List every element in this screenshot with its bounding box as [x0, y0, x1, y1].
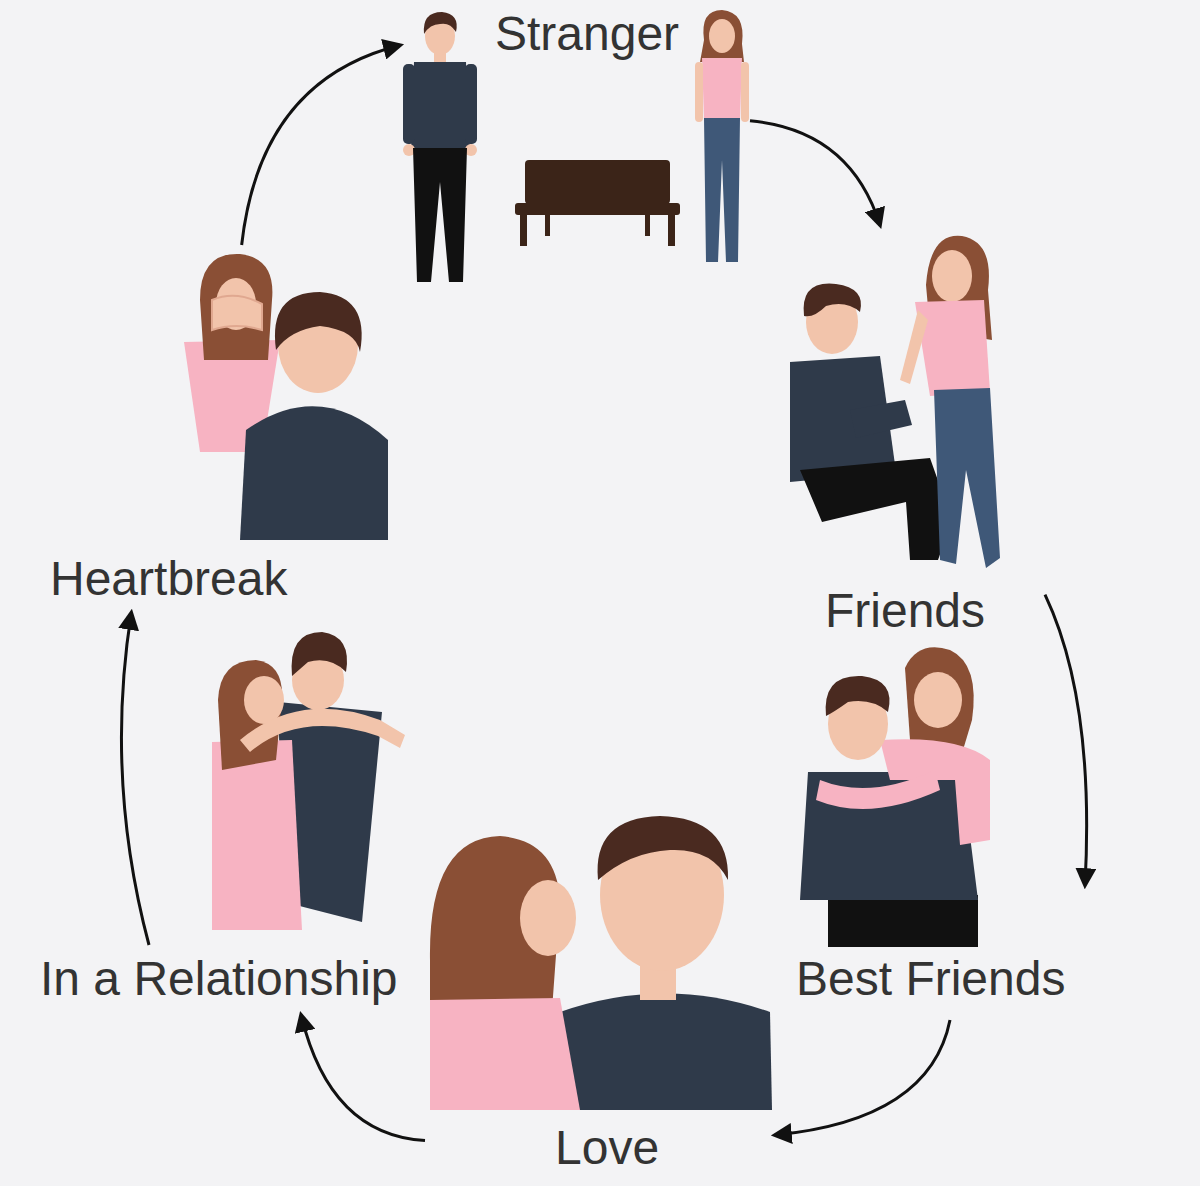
relationship-figures	[212, 632, 405, 930]
stage-label: Stranger	[495, 8, 679, 61]
stage-node: Heartbreak	[45, 245, 390, 613]
stage-label: Love	[555, 1122, 659, 1175]
love-figures	[430, 816, 772, 1110]
cycle-arrow	[301, 1015, 425, 1141]
stage-label: Heartbreak	[50, 553, 287, 606]
stage-node: Stranger	[400, 2, 750, 272]
stranger-woman	[695, 10, 749, 262]
cycle-arrow	[750, 121, 880, 225]
stage-node: Friends	[770, 225, 1045, 645]
cycle-arrow	[775, 1020, 950, 1135]
bench	[515, 160, 680, 246]
stage-label: Best Friends	[796, 953, 1065, 1006]
best-friends-figures	[800, 647, 990, 947]
stranger-man	[403, 12, 477, 282]
stage-label: Friends	[825, 585, 985, 638]
heartbreak-figures	[184, 254, 388, 540]
cycle-arrow	[121, 613, 149, 945]
friends-figures	[790, 236, 1000, 568]
stage-node: Best Friends	[785, 645, 1085, 1020]
cycle-arrow	[242, 45, 400, 245]
stage-node: In a Relationship	[32, 945, 422, 1015]
stage-label: In a Relationship	[40, 953, 398, 1006]
cycle-arrow	[1045, 595, 1087, 885]
stage-node: Love	[425, 815, 775, 1185]
